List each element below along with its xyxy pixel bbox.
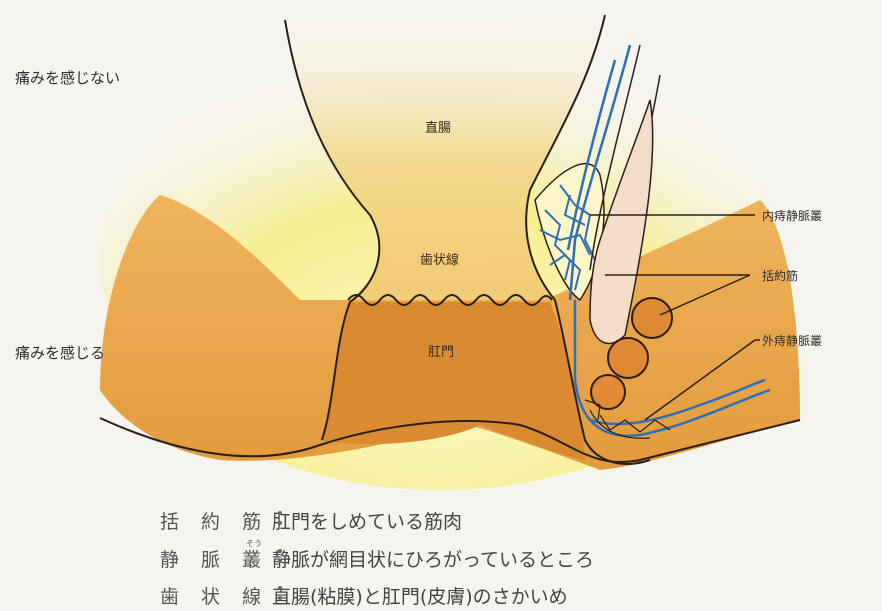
label-internal-plexus: 内痔静脈叢 — [762, 208, 822, 223]
label-pain: 痛みを感じる — [15, 344, 105, 362]
legend-term-dentate: 歯 状 線 — [160, 586, 269, 608]
label-external-plexus: 外痔静脈叢 — [762, 333, 822, 348]
label-sphincter: 括約筋 — [762, 268, 798, 283]
legend-def-dentate: 直腸(粘膜)と肛門(皮膚)のさかいめ — [272, 586, 568, 608]
legend: 括 約 筋 肛門をしめている筋肉 そう 静 脈 叢 静脈が網目状にひろがっている… — [160, 511, 594, 608]
legend-term-sphincter: 括 約 筋 — [160, 511, 269, 533]
ruby-sou: そう — [246, 539, 262, 548]
label-dentate-line: 歯状線 — [420, 252, 459, 268]
label-rectum: 直腸 — [425, 121, 451, 136]
label-no-pain: 痛みを感じない — [15, 69, 120, 87]
label-anus: 肛門 — [428, 345, 454, 360]
legend-term-plexus: 静 脈 叢 — [160, 549, 269, 571]
legend-def-sphincter: 肛門をしめている筋肉 — [272, 511, 462, 533]
legend-def-plexus: 静脈が網目状にひろがっているところ — [272, 549, 594, 571]
